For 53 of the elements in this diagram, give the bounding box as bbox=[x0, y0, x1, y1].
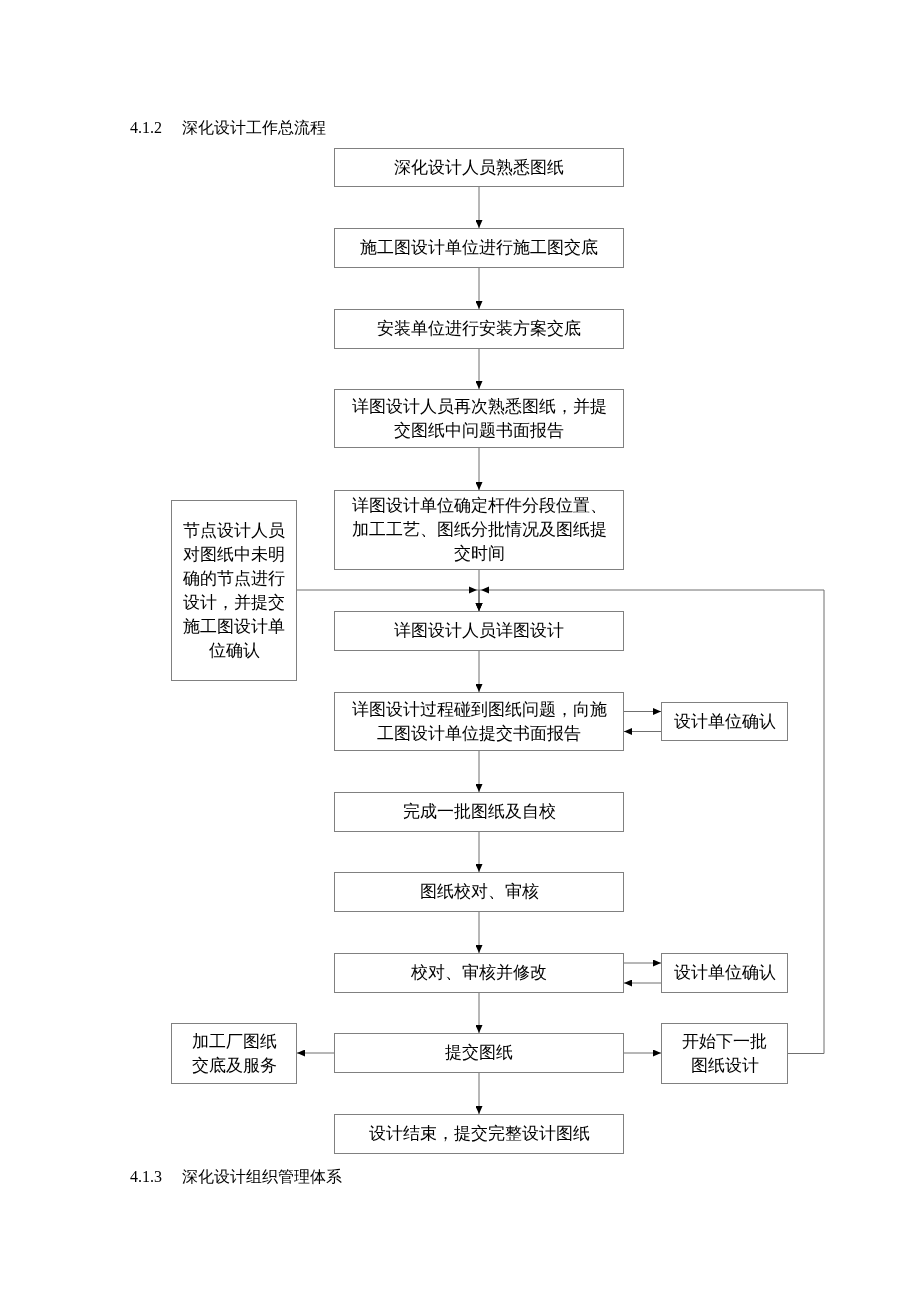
process-box bbox=[334, 792, 624, 832]
box-text: 图纸校对、审核 bbox=[419, 881, 539, 903]
box-text: 开始下一批图纸设计 bbox=[681, 1030, 768, 1077]
process-box bbox=[171, 1023, 297, 1084]
arrow bbox=[475, 992, 483, 1034]
process-box bbox=[334, 953, 624, 993]
arrow bbox=[475, 1072, 483, 1115]
box-text: 加工厂图纸交底及服务 bbox=[190, 1030, 278, 1077]
box-text: 深化设计人员熟悉图纸 bbox=[394, 156, 564, 179]
process-box bbox=[334, 1114, 624, 1154]
box-text: 完成一批图纸及自校 bbox=[402, 801, 556, 823]
arrow bbox=[475, 586, 825, 1054]
arrow bbox=[475, 348, 483, 390]
box-text: 详图设计人员再次熟悉图纸，并提交图纸中问题书面报告 bbox=[350, 395, 608, 442]
arrow bbox=[475, 831, 483, 873]
arrow bbox=[296, 1049, 335, 1057]
section-heading: 4.1.3 深化设计组织管理体系 bbox=[130, 1167, 342, 1187]
arrow bbox=[623, 979, 662, 987]
section-heading: 4.1.2 深化设计工作总流程 bbox=[130, 118, 326, 138]
process-box bbox=[334, 309, 624, 349]
box-text: 提交图纸 bbox=[445, 1042, 513, 1064]
process-box bbox=[334, 490, 624, 570]
box-text: 节点设计人员对图纸中未明确的节点进行设计，并提交施工图设计单位确认 bbox=[182, 519, 286, 662]
box-text: 施工图设计单位进行施工图交底 bbox=[360, 237, 598, 259]
arrow bbox=[623, 1049, 662, 1057]
box-text: 详图设计过程碰到图纸问题，向施工图设计单位提交书面报告 bbox=[350, 698, 608, 745]
arrow bbox=[623, 959, 662, 967]
box-text: 设计单位确认 bbox=[673, 962, 776, 984]
arrow bbox=[475, 186, 483, 229]
process-box bbox=[661, 1023, 788, 1084]
arrow bbox=[475, 267, 483, 310]
box-text: 校对、审核并修改 bbox=[411, 962, 547, 984]
process-box bbox=[334, 389, 624, 448]
process-box bbox=[334, 872, 624, 912]
process-box bbox=[661, 702, 788, 741]
process-box bbox=[171, 500, 297, 681]
process-box bbox=[334, 148, 624, 187]
arrow bbox=[475, 750, 483, 793]
process-box bbox=[334, 1033, 624, 1073]
box-text: 设计结束，提交完整设计图纸 bbox=[368, 1123, 590, 1145]
box-text: 安装单位进行安装方案交底 bbox=[377, 318, 581, 340]
box-text: 详图设计单位确定杆件分段位置、加工工艺、图纸分批情况及图纸提交时间 bbox=[350, 495, 608, 565]
arrow bbox=[623, 728, 662, 735]
process-box bbox=[334, 611, 624, 651]
process-box bbox=[334, 228, 624, 268]
arrow bbox=[475, 447, 483, 491]
process-box bbox=[334, 692, 624, 751]
box-text: 设计单位确认 bbox=[673, 710, 776, 733]
arrow bbox=[475, 650, 483, 693]
arrow bbox=[475, 911, 483, 954]
process-box bbox=[661, 953, 788, 993]
box-text: 详图设计人员详图设计 bbox=[394, 620, 564, 642]
arrow bbox=[623, 708, 662, 715]
